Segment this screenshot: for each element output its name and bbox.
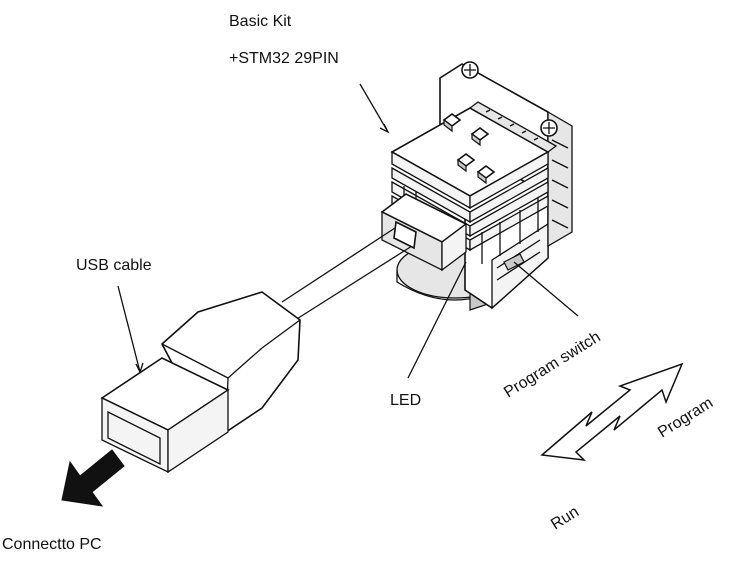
label-connect-to-pc: Connectto PC: [2, 536, 102, 553]
leader-basic-kit: [359, 83, 389, 133]
label-run: Run: [548, 503, 582, 533]
leader-program-switch: [513, 261, 579, 317]
mode-double-arrow: [540, 362, 684, 462]
leader-led: [407, 261, 467, 379]
label-basic-kit: Basic Kit: [229, 13, 292, 30]
label-usb-cable: USB cable: [76, 257, 152, 274]
module-stack: [380, 61, 573, 311]
connect-to-pc-arrow: [61, 449, 125, 507]
label-program: Program: [655, 394, 716, 441]
leader-usb-cable: [117, 285, 141, 373]
label-led: LED: [390, 392, 421, 409]
chip-4: [476, 165, 496, 185]
chip-3: [456, 153, 476, 173]
usb-cable: [100, 220, 417, 474]
chip-2: [470, 127, 490, 147]
label-program-switch: Program switch: [501, 329, 604, 402]
label-stm32: +STM32 29PIN: [229, 50, 339, 67]
chip-1: [442, 113, 462, 133]
